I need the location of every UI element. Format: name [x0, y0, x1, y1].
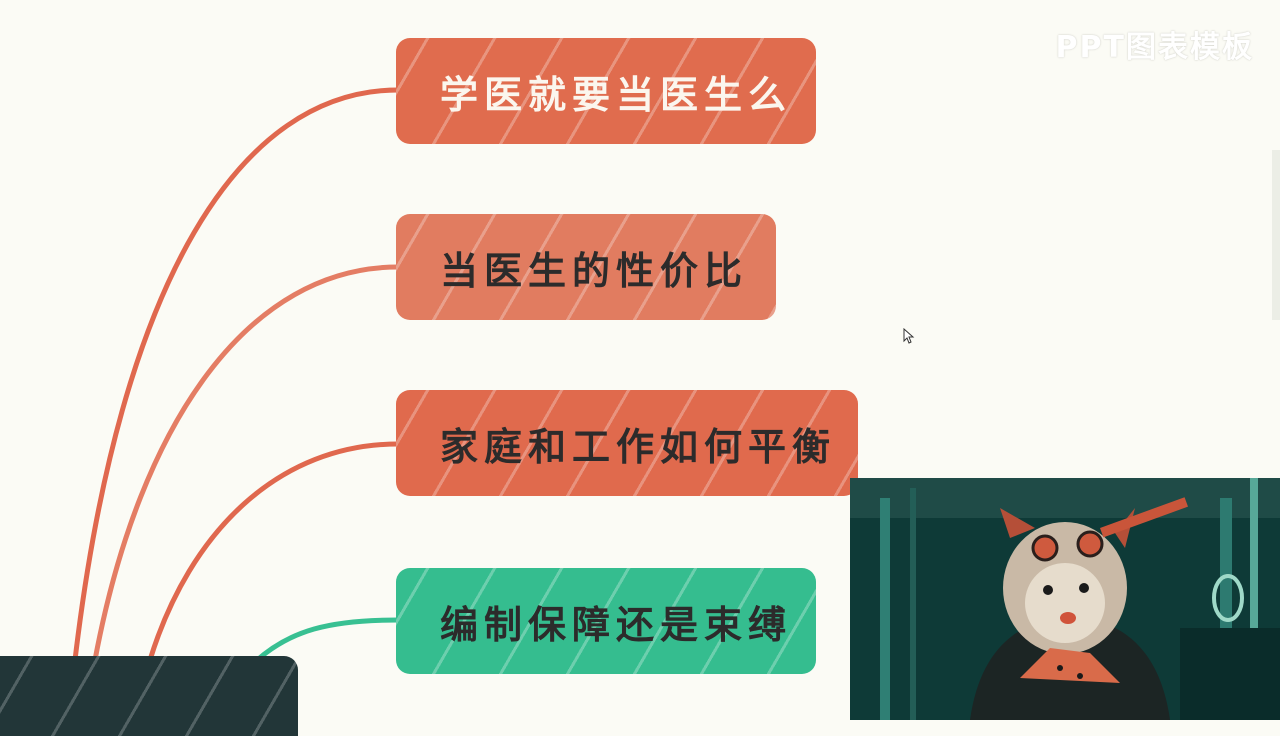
connector-line-4: [253, 617, 399, 664]
branch-node-3[interactable]: 家庭和工作如何平衡: [396, 390, 858, 496]
branch-label-4: 编制保障还是束缚: [440, 602, 793, 647]
branch-node-1[interactable]: 学医就要当医生么: [396, 38, 816, 144]
mouse-pointer-icon: [903, 328, 915, 344]
connector-line-3: [147, 441, 399, 661]
scrollbar[interactable]: [1272, 150, 1280, 320]
webcam-overlay: [850, 478, 1280, 720]
branch-label-1: 学医就要当医生么: [440, 72, 793, 117]
connector-line-2: [92, 264, 399, 661]
branch-node-2[interactable]: 当医生的性价比: [396, 214, 776, 320]
watermark-text: PPT图表模板: [1055, 30, 1254, 65]
connector-lines: [72, 87, 399, 664]
branch-label-3: 家庭和工作如何平衡: [440, 424, 837, 469]
connector-line-1: [72, 87, 399, 661]
root-node[interactable]: [0, 656, 298, 736]
branch-node-4[interactable]: 编制保障还是束缚: [396, 568, 816, 674]
branch-label-2: 当医生的性价比: [440, 248, 749, 293]
